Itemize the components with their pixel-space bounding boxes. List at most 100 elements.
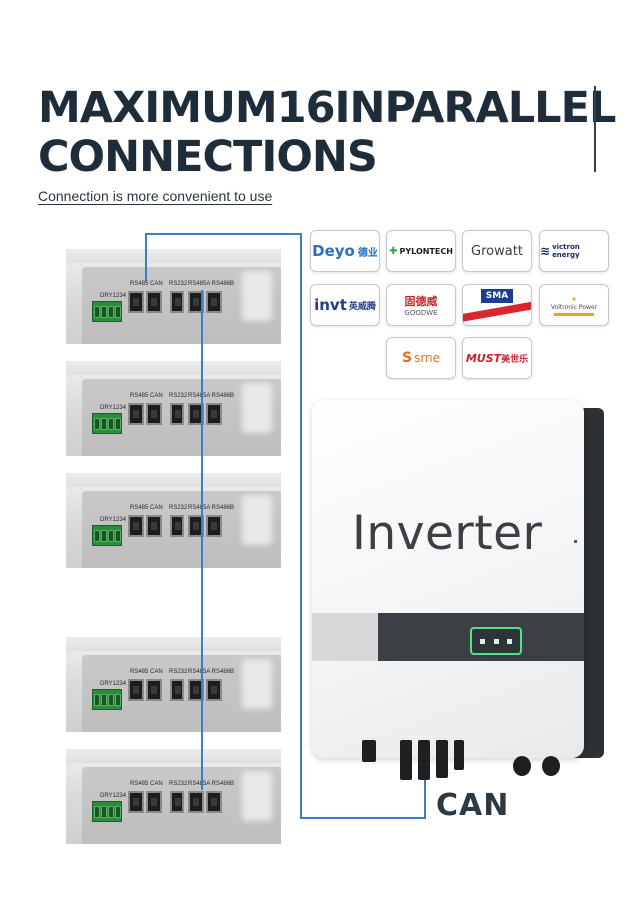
dry-label: DRY1234: [100, 517, 126, 523]
rs232-port: [170, 791, 184, 813]
pylon-icon: ✚: [389, 245, 398, 257]
rs485a-port: [188, 791, 204, 813]
rs485-can-label: RS485 CAN: [130, 781, 163, 787]
can-port: [146, 515, 162, 537]
rs485a-port: [188, 515, 204, 537]
brand-logo-growatt: Growatt: [462, 230, 532, 272]
voltronic-icon: ✦: [570, 294, 578, 304]
rs485-port: [128, 515, 144, 537]
rs485ab-label: RS485A RS486B: [188, 505, 235, 511]
rs485-port: [128, 291, 144, 313]
inverter-band-grey: [312, 613, 380, 661]
can-wire-right: [300, 233, 302, 819]
brand-name: invt: [314, 296, 347, 314]
title-line-1: MAXIMUM16INPARALLEL: [38, 83, 616, 133]
brand-suffix: 德业: [357, 247, 378, 259]
brand-name: PYLONTECH: [399, 246, 453, 256]
voltronic-bar: [554, 312, 594, 316]
dry-label: DRY1234: [100, 681, 126, 687]
battery-reflection: [242, 271, 272, 321]
brand-name: Voltronic Power: [550, 303, 598, 311]
brand-name: victron energy: [552, 243, 580, 259]
brand-suffix: 美世乐: [501, 354, 529, 365]
rs485-can-label: RS485 CAN: [130, 393, 163, 399]
brand-name: MUST: [465, 351, 502, 365]
brand-name: Deyo: [312, 242, 355, 260]
rs485a-port: [188, 679, 204, 701]
rs485ab-label: RS485A RS486B: [188, 393, 235, 399]
dry-contact-terminal: [92, 525, 122, 546]
dry-label: DRY1234: [100, 793, 126, 799]
battery-reflection: [242, 659, 272, 709]
can-port: [146, 291, 162, 313]
rs485b-port: [206, 515, 222, 537]
inverter-connector-round: [542, 756, 560, 776]
inverter-connector: [454, 740, 464, 770]
brand-name: SMA: [480, 289, 514, 303]
dry-contact-terminal: [92, 413, 122, 434]
brand-logo-must: MUST 美世乐: [462, 337, 532, 379]
inverter-display-panel: [378, 613, 584, 661]
inverter-connector: [400, 740, 412, 780]
inverter-led-display: [470, 627, 522, 655]
rs485-port: [128, 403, 144, 425]
brand-suffix: 英威腾: [348, 301, 376, 312]
rs232-label: RS232: [169, 393, 188, 399]
brand-logo-srne: S srne: [386, 337, 456, 379]
brand-logo-victron: ≋ victron energy: [539, 230, 609, 272]
rs232-port: [170, 515, 184, 537]
brand-logo-deyo: Deyo 德业: [310, 230, 380, 272]
rs485b-port: [206, 791, 222, 813]
brand-name: srne: [414, 351, 441, 365]
can-label: CAN: [436, 788, 510, 823]
inverter-connector: [418, 740, 430, 780]
dry-label: DRY1234: [100, 293, 126, 299]
rs485a-port: [188, 291, 204, 313]
dry-contact-terminal: [92, 689, 122, 710]
brand-logo-invt: invt 英威腾: [310, 284, 380, 326]
rs232-label: RS232: [169, 669, 188, 675]
rs232-port: [170, 403, 184, 425]
can-wire-top: [145, 233, 302, 235]
inverter-unit: Inverter: [312, 400, 584, 758]
rs232-label: RS232: [169, 281, 188, 287]
rs485-can-label: RS485 CAN: [130, 281, 163, 287]
battery-reflection: [242, 495, 272, 545]
page-title: MAXIMUM16INPARALLEL CONNECTIONS: [38, 83, 616, 182]
battery-reflection: [242, 383, 272, 433]
can-wire-to-connector: [424, 762, 426, 819]
rs232-port: [170, 291, 184, 313]
brand-logo-sma: SMA: [462, 284, 532, 326]
rs485-can-label: RS485 CAN: [130, 669, 163, 675]
title-line-2: CONNECTIONS: [38, 132, 378, 182]
rs485b-port: [206, 679, 222, 701]
brand-name: Growatt: [471, 243, 523, 259]
brand-name: 固德威: [404, 295, 438, 308]
rs232-label: RS232: [169, 781, 188, 787]
srne-icon: S: [401, 350, 413, 366]
can-wire-left-stub: [145, 233, 147, 283]
rs485-port: [128, 679, 144, 701]
rs485b-port: [206, 403, 222, 425]
rs485-port: [128, 791, 144, 813]
rs485ab-label: RS485A RS486B: [188, 669, 235, 675]
can-wire-bottom: [300, 817, 426, 819]
rs485b-port: [206, 291, 222, 313]
can-wire-battery-chain: [201, 290, 203, 790]
inverter-label: Inverter: [352, 506, 543, 561]
rs485ab-label: RS485A RS486B: [188, 281, 235, 287]
can-port: [146, 403, 162, 425]
can-port: [146, 679, 162, 701]
rs485a-port: [188, 403, 204, 425]
victron-icon: ≋: [540, 244, 551, 258]
inverter-connector: [362, 740, 376, 762]
brand-logo-goodwe: 固德威 GOODWE: [386, 284, 456, 326]
rs232-port: [170, 679, 184, 701]
dry-label: DRY1234: [100, 405, 126, 411]
rs232-label: RS232: [169, 505, 188, 511]
